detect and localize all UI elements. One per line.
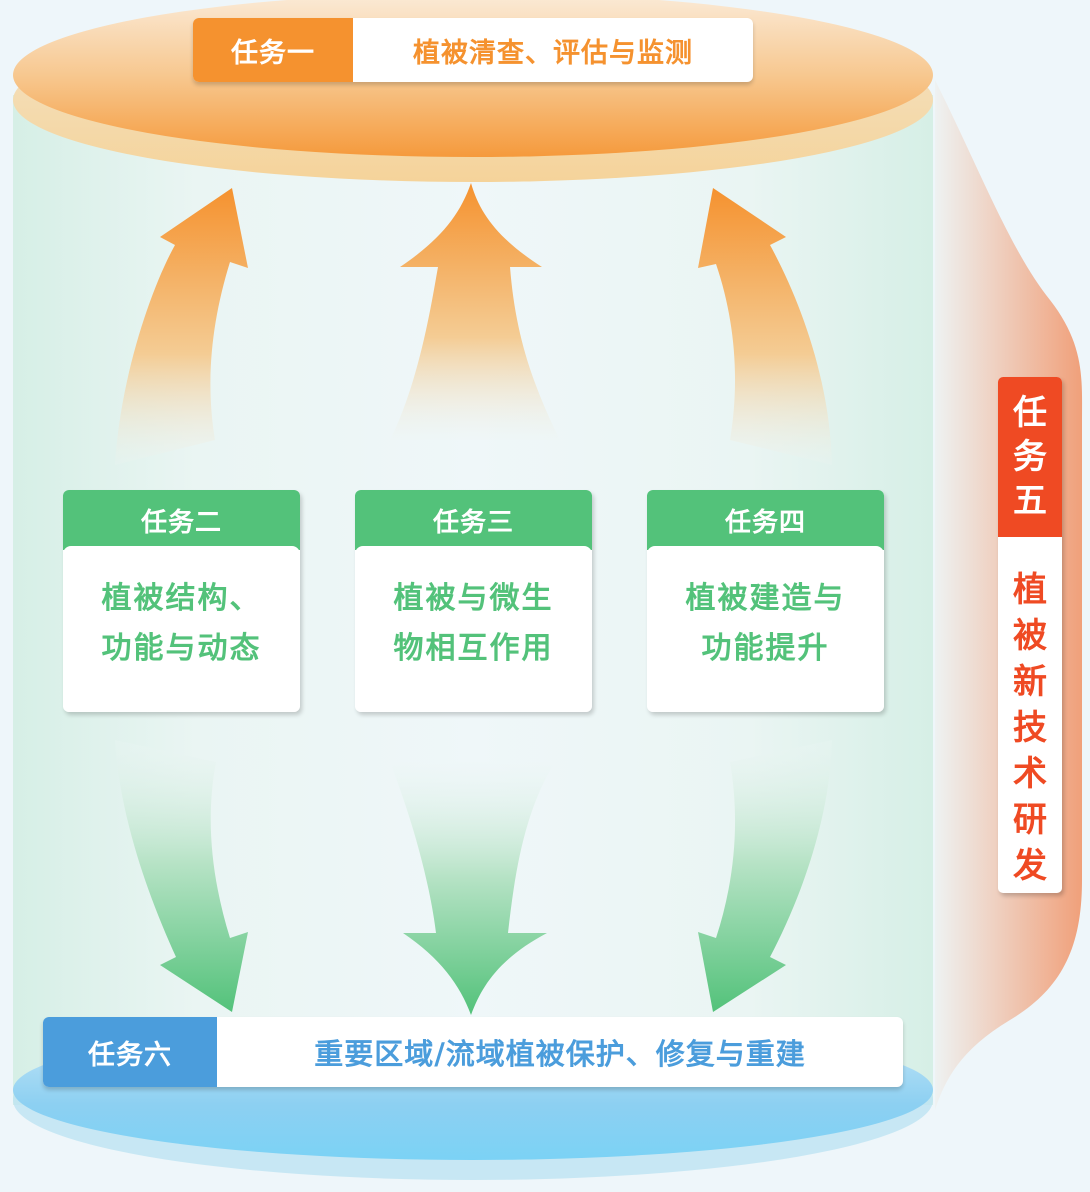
task-five-label: 任 务 五 bbox=[998, 377, 1062, 537]
task-three-description: 植被与微生 物相互作用 bbox=[355, 546, 592, 674]
arrow-up-right bbox=[698, 188, 832, 465]
task-five-label-char: 五 bbox=[1013, 481, 1047, 521]
task-two-description: 植被结构、 功能与动态 bbox=[63, 546, 300, 674]
task-five-desc-char: 发 bbox=[1013, 846, 1047, 886]
task-two-card: 任务二 植被结构、 功能与动态 bbox=[63, 490, 300, 712]
arrow-down-left bbox=[115, 740, 248, 1012]
task-four-label: 任务四 bbox=[647, 490, 884, 550]
task-four-card: 任务四 植被建造与 功能提升 bbox=[647, 490, 884, 712]
task-five-desc-char: 技 bbox=[1013, 708, 1047, 748]
task-three-label: 任务三 bbox=[355, 490, 592, 550]
task-four-description-line2: 功能提升 bbox=[701, 631, 830, 666]
task-three-card: 任务三 植被与微生 物相互作用 bbox=[355, 490, 592, 712]
task-five-bar: 任 务 五 植 被 新 技 术 研 发 bbox=[998, 377, 1062, 893]
arrow-up-left bbox=[115, 188, 248, 465]
arrow-down-right bbox=[698, 740, 832, 1012]
task-five-desc-char: 植 bbox=[1013, 570, 1047, 610]
task-three-description-line2: 物相互作用 bbox=[393, 631, 554, 666]
task-one-description: 植被清查、评估与监测 bbox=[413, 37, 693, 69]
task-five-desc-char: 术 bbox=[1013, 754, 1047, 794]
task-five-desc-char: 新 bbox=[1013, 662, 1047, 702]
task-one-label: 任务一 bbox=[193, 18, 353, 82]
task-five-desc-char: 被 bbox=[1013, 616, 1047, 656]
task-five-description: 植 被 新 技 术 研 发 bbox=[998, 537, 1062, 889]
task-six-description: 重要区域/流域植被保护、修复与重建 bbox=[314, 1037, 806, 1071]
task-two-description-line2: 功能与动态 bbox=[101, 631, 262, 666]
arrow-down-center bbox=[390, 762, 555, 1015]
task-three-description-line1: 植被与微生 bbox=[393, 581, 554, 616]
task-six-bar: 任务六 重要区域/流域植被保护、修复与重建 bbox=[43, 1017, 903, 1087]
task-five-label-char: 务 bbox=[1013, 437, 1047, 477]
task-one-bar: 任务一 植被清查、评估与监测 bbox=[193, 18, 753, 82]
task-four-description-line1: 植被建造与 bbox=[685, 581, 846, 616]
task-five-desc-char: 研 bbox=[1013, 800, 1047, 840]
task-two-description-line1: 植被结构、 bbox=[101, 581, 262, 616]
task-two-label: 任务二 bbox=[63, 490, 300, 550]
task-four-description: 植被建造与 功能提升 bbox=[647, 546, 884, 674]
task-six-label: 任务六 bbox=[43, 1017, 217, 1087]
task-five-label-char: 任 bbox=[1013, 393, 1047, 433]
arrow-up-center bbox=[390, 183, 560, 440]
